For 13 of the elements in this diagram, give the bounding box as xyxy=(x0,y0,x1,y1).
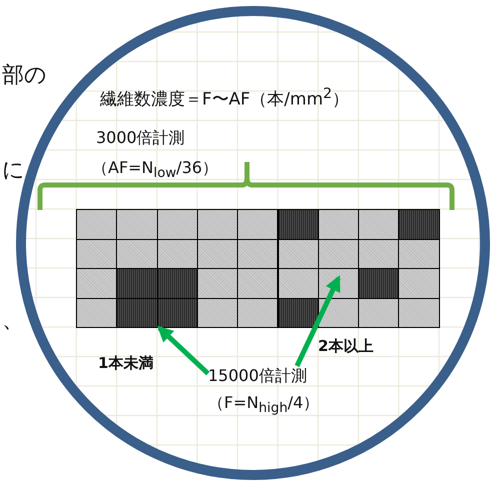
cut-off-text: 部の xyxy=(2,62,47,90)
arrow xyxy=(294,275,341,368)
count-label: 1本未満 xyxy=(98,354,154,373)
formula-label: （F=N$_{high}$/4） xyxy=(208,393,320,416)
cut-off-text: 、 xyxy=(2,307,24,335)
formula-title: 繊維数濃度＝F〜AF（本/mm$^{2}$） xyxy=(100,86,350,111)
count-label: 2本以上 xyxy=(318,337,374,356)
arrow xyxy=(157,326,210,376)
magnification-label: 3000倍計測 xyxy=(96,128,185,149)
cut-off-text: に xyxy=(2,157,25,185)
formula-label: （AF=N$_{low}$/36） xyxy=(92,158,218,182)
grid-cell xyxy=(156,298,198,328)
magnification-label: 15000倍計測 xyxy=(208,366,308,387)
